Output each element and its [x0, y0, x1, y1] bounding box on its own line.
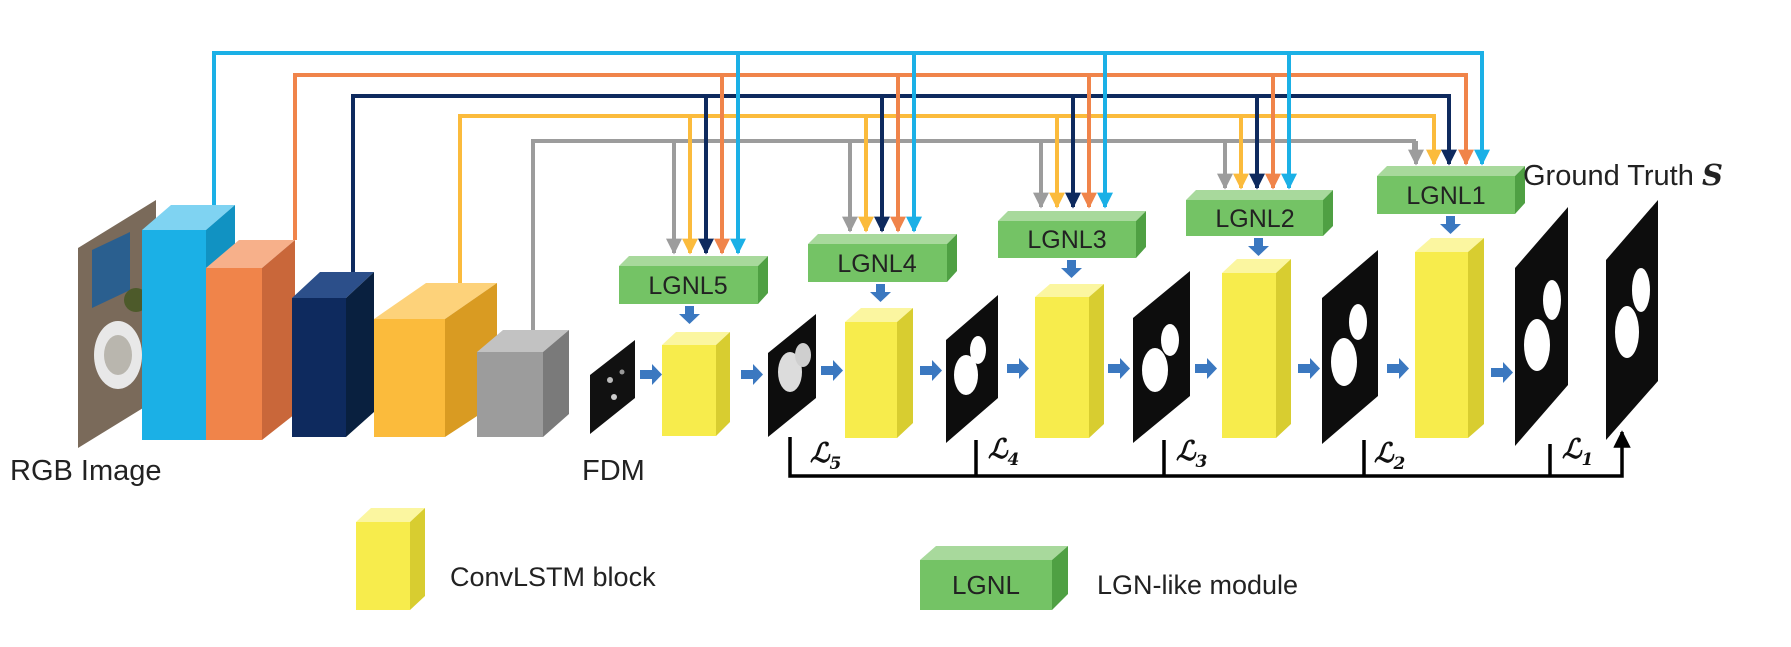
flow-arrow-h [920, 360, 942, 381]
flow-arrows [640, 216, 1513, 385]
saliency-map-5 [768, 314, 816, 437]
flow-arrow-h [741, 364, 763, 385]
fdm-label: FDM [582, 455, 645, 487]
legend-lgnl-box-text: LGNL [952, 570, 1020, 600]
convlstm-block-1 [1415, 238, 1484, 438]
saliency-map-2 [1322, 250, 1378, 444]
fdm-map [590, 340, 635, 434]
ground-truth-map [1606, 200, 1658, 440]
lgnl-module-4: LGNL4 [808, 234, 957, 282]
ground-truth-label: Ground Truth S [1523, 158, 1723, 192]
flow-arrow-h [1108, 358, 1130, 379]
lgnl-label-4: LGNL4 [837, 250, 916, 278]
flow-arrow-down [870, 284, 891, 302]
flow-arrow-down [1061, 260, 1082, 278]
flow-arrow-h [1298, 358, 1320, 379]
legend-convlstm-swatch [356, 508, 425, 610]
legend: ConvLSTM block LGNL LGN-like module [356, 508, 1298, 610]
lgnl-label-5: LGNL5 [648, 272, 727, 300]
loss-labels: ℒ5 ℒ4 ℒ3 ℒ2 ℒ1 [810, 434, 1593, 474]
flow-arrow-h [821, 360, 843, 381]
legend-lgnl-label: LGN-like module [1097, 570, 1298, 600]
lgnl-label-2: LGNL2 [1215, 205, 1294, 233]
loss-label-2: ℒ2 [1374, 438, 1405, 474]
flow-arrow-down [1440, 216, 1461, 234]
convlstm-block-3 [1035, 284, 1104, 438]
loss-label-4: ℒ4 [988, 434, 1019, 470]
saliency-map-4 [946, 295, 998, 443]
loss-label-1: ℒ1 [1562, 434, 1593, 470]
flow-arrow-down [1248, 238, 1269, 256]
legend-lgnl-swatch: LGNL [920, 546, 1068, 610]
flow-arrow-h [1491, 362, 1513, 383]
rgb-image [78, 200, 156, 448]
flow-arrow-h [640, 364, 662, 385]
feature-block-2 [206, 240, 295, 440]
lgnl-module-1: LGNL1 [1377, 166, 1525, 214]
flow-arrow-h [1387, 358, 1409, 379]
lgnl-module-2: LGNL2 [1186, 190, 1333, 236]
flow-arrow-down [679, 306, 700, 324]
convlstm-block-4 [845, 308, 913, 438]
rgb-image-label: RGB Image [10, 455, 162, 487]
flow-arrow-h [1195, 358, 1217, 379]
convlstm-block-5 [662, 332, 730, 436]
loss-bus [788, 430, 1631, 478]
flow-arrow-h [1007, 358, 1029, 379]
lgnl-module-3: LGNL3 [998, 211, 1146, 258]
feature-block-5 [477, 330, 569, 437]
convlstm-block-2 [1222, 259, 1291, 438]
lgnl-label-1: LGNL1 [1406, 182, 1485, 210]
loss-supervision [788, 430, 1631, 478]
loss-label-3: ℒ3 [1176, 436, 1207, 472]
saliency-map-3 [1133, 271, 1190, 443]
lgnl-label-3: LGNL3 [1027, 226, 1106, 254]
skip-connections [212, 51, 1490, 330]
legend-convlstm-label: ConvLSTM block [450, 562, 656, 592]
lgnl-modules: LGNL5 LGNL4 LGNL3 LGNL2 LGNL1 [619, 166, 1525, 304]
convlstm-blocks [662, 238, 1484, 438]
loss-label-5: ℒ5 [810, 438, 841, 474]
feature-block-3 [292, 272, 374, 437]
saliency-map-1 [1515, 207, 1568, 446]
lgnl-module-5: LGNL5 [619, 256, 768, 304]
saliency-maps [768, 207, 1568, 446]
